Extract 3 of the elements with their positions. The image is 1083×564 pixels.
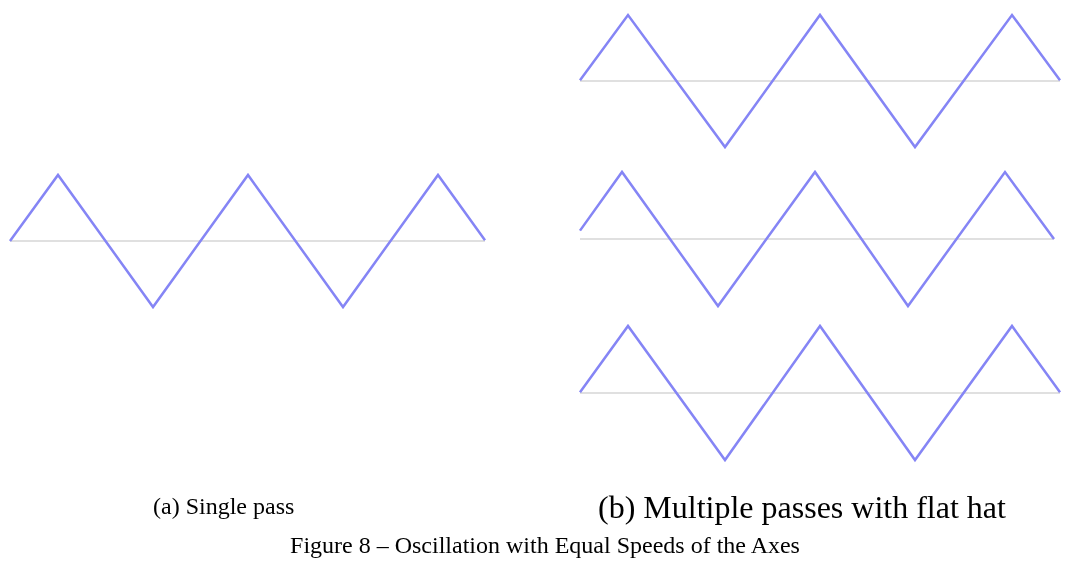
panel-label: (b) Multiple passes with flat hat xyxy=(598,490,1006,526)
figure-caption: Figure 8 – Oscillation with Equal Speeds of the Axes xyxy=(289,532,801,559)
panel-label: (a) Single pass xyxy=(153,493,295,520)
